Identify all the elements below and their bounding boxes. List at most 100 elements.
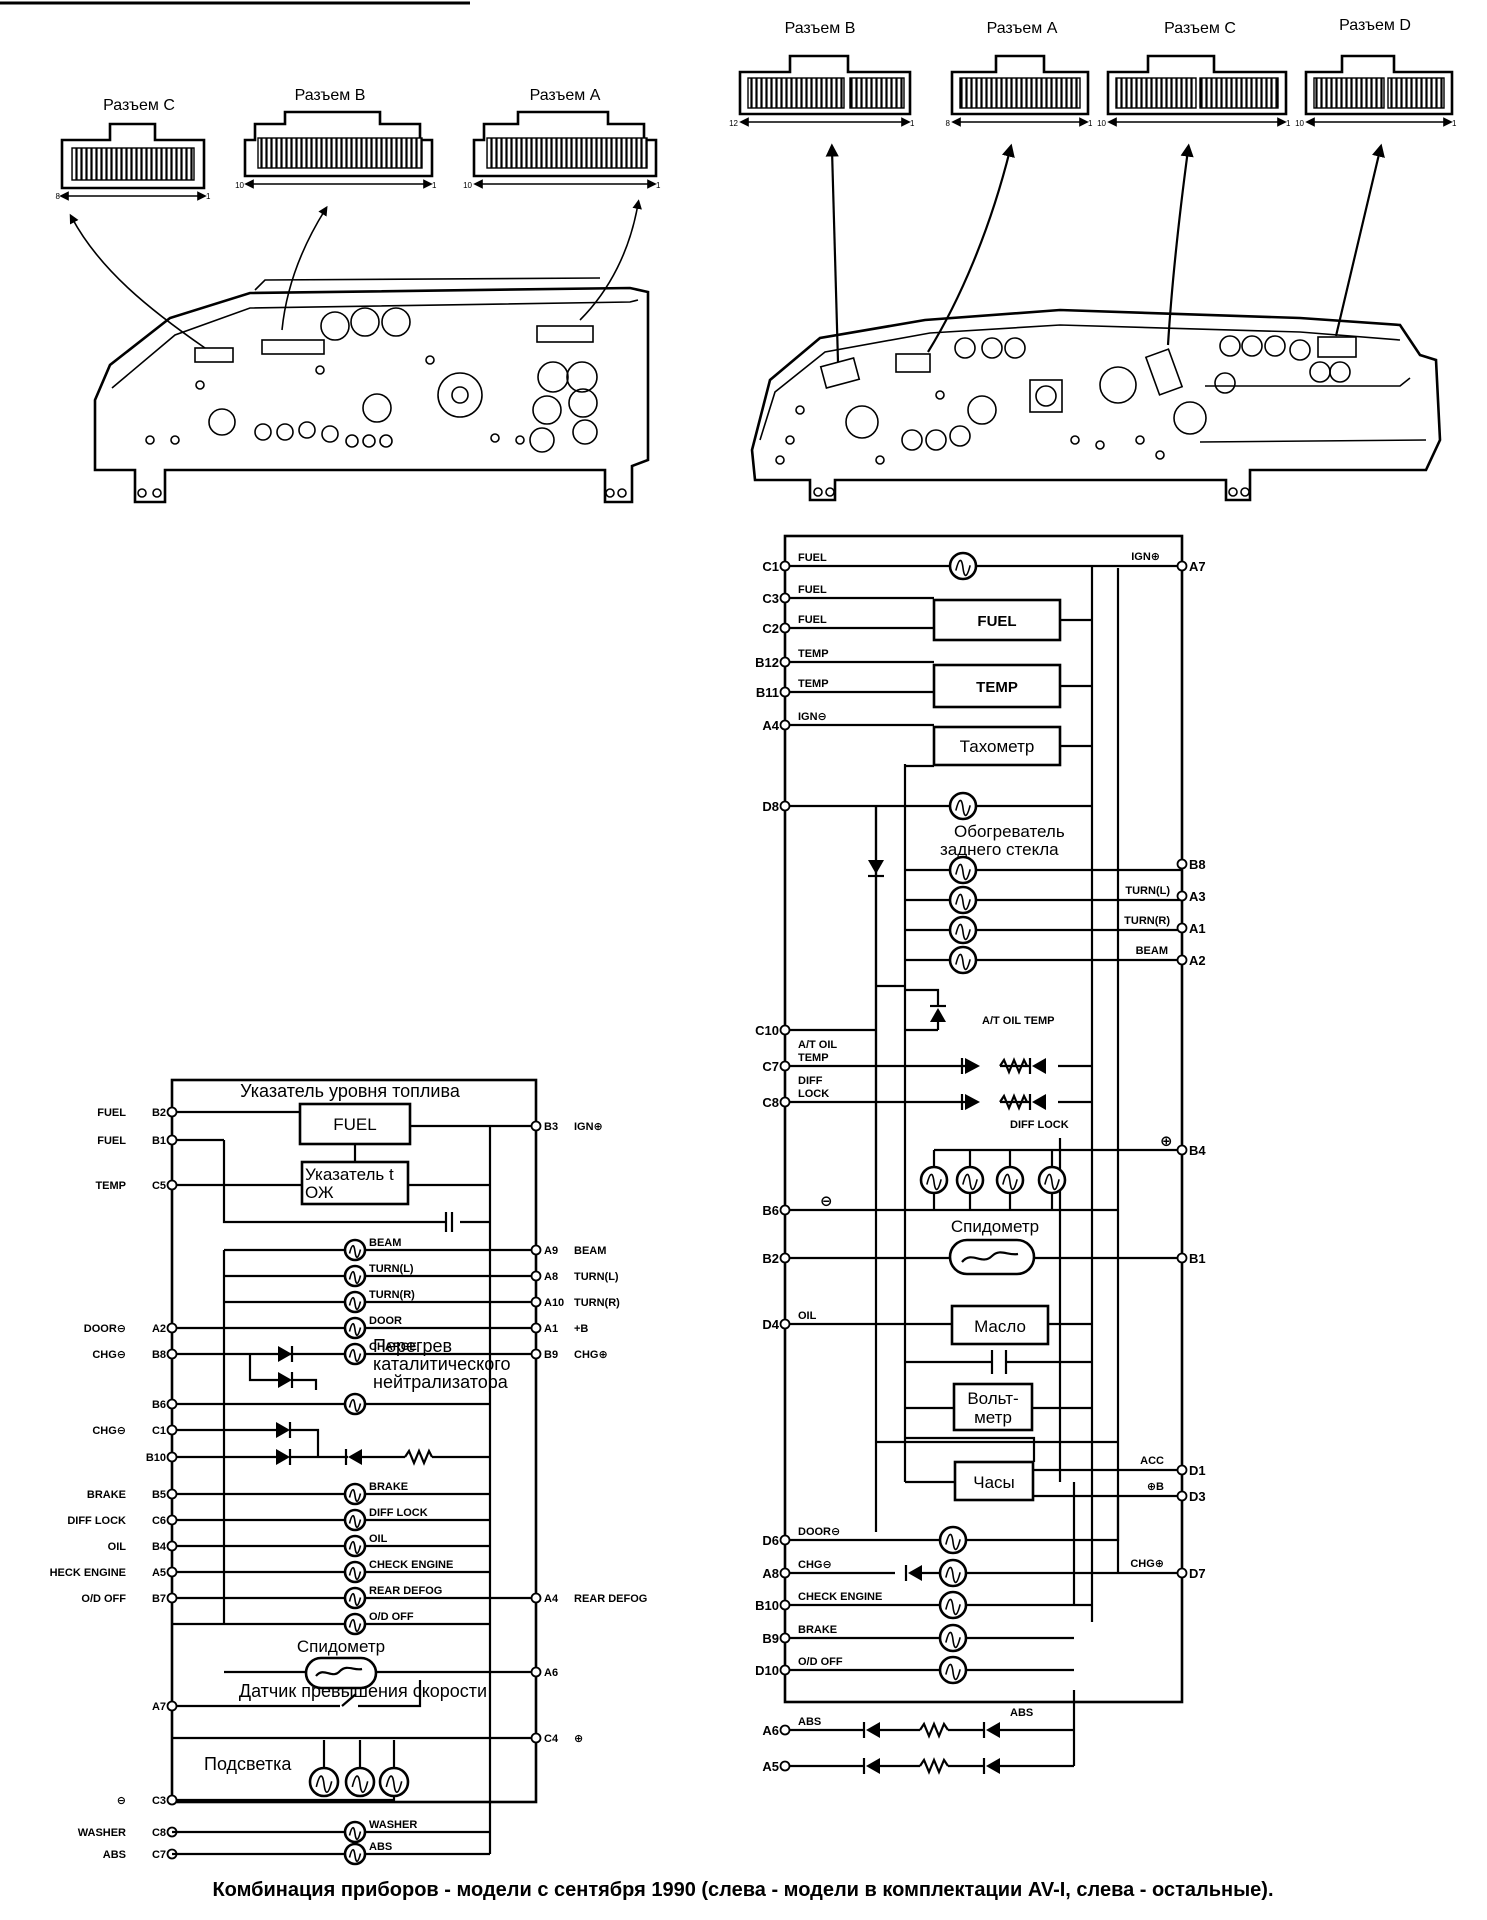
svg-text:FUEL: FUEL bbox=[333, 1115, 376, 1134]
pin-id: B7 bbox=[152, 1593, 166, 1605]
lamp-label: CHECK ENGINE bbox=[369, 1559, 453, 1571]
pin-label: ⊖ bbox=[117, 1795, 126, 1807]
svg-text:1: 1 bbox=[656, 181, 661, 190]
pin-id: B6 bbox=[762, 1203, 779, 1218]
lamp-label: BRAKE bbox=[369, 1481, 408, 1493]
bulb-icon bbox=[938, 1558, 968, 1588]
pin-label: FUEL bbox=[798, 614, 827, 626]
pin-id: C1 bbox=[152, 1425, 166, 1437]
pin-id: A6 bbox=[762, 1723, 779, 1738]
svg-text:10: 10 bbox=[1295, 119, 1304, 128]
terminal-dot bbox=[779, 1318, 791, 1330]
svg-text:каталитического: каталитического bbox=[373, 1354, 510, 1374]
terminal-dot bbox=[166, 1322, 178, 1334]
terminal-dot bbox=[166, 1179, 178, 1191]
figure-caption: Комбинация приборов - модели с сентября … bbox=[212, 1879, 1273, 1901]
right-connector-d: Разъем D 10 1 bbox=[1295, 17, 1457, 128]
pin-id: D10 bbox=[755, 1663, 779, 1678]
terminal-dot bbox=[166, 1398, 178, 1410]
svg-text:⊕: ⊕ bbox=[1160, 1133, 1173, 1150]
bulb-icon bbox=[938, 1525, 968, 1555]
connector-title: Разъем B bbox=[785, 20, 856, 37]
indicator-bulb-icon bbox=[343, 1820, 367, 1844]
pin-label: CHECK ENGINE bbox=[798, 1591, 882, 1603]
pin-label: O/D OFF bbox=[81, 1593, 126, 1605]
pin-label: ABS bbox=[798, 1716, 821, 1728]
backlight-bulb-icon bbox=[344, 1766, 376, 1798]
pin-label: CHG⊖ bbox=[92, 1349, 126, 1361]
indicator-bulb-icon bbox=[343, 1316, 367, 1340]
terminal-dot bbox=[779, 686, 791, 698]
pin-id: B2 bbox=[152, 1107, 166, 1119]
indicator-bulb-icon bbox=[343, 1534, 367, 1558]
pin-id: C3 bbox=[762, 591, 779, 606]
indicator-bulb-icon bbox=[343, 1342, 367, 1366]
pin-id: C3 bbox=[152, 1795, 166, 1807]
right-connector-a: Разъем A 8 1 bbox=[946, 20, 1093, 128]
pin-id: B4 bbox=[152, 1541, 167, 1553]
pin-id: A4 bbox=[544, 1593, 559, 1605]
svg-text:10: 10 bbox=[1097, 119, 1106, 128]
terminal-dot bbox=[779, 800, 791, 812]
terminal-dot bbox=[779, 1599, 791, 1611]
terminal-dot bbox=[530, 1348, 542, 1360]
svg-text:Вольт-: Вольт- bbox=[967, 1389, 1018, 1408]
pin-label: HECK ENGINE bbox=[50, 1567, 126, 1579]
svg-text:LOCK: LOCK bbox=[798, 1088, 829, 1100]
pin-id: A1 bbox=[544, 1323, 558, 1335]
svg-text:TEMP: TEMP bbox=[976, 679, 1018, 696]
bulb-icon bbox=[938, 1590, 968, 1620]
terminal-dot bbox=[1176, 1144, 1188, 1156]
svg-text:1: 1 bbox=[1286, 119, 1291, 128]
connector-title: Разъем C bbox=[1164, 20, 1236, 37]
svg-text:Масло: Масло bbox=[974, 1317, 1026, 1336]
svg-text:TURN(R): TURN(R) bbox=[1124, 915, 1170, 927]
indicator-bulb-icon bbox=[343, 1508, 367, 1532]
terminal-dot bbox=[779, 1252, 791, 1264]
svg-text:TURN(L): TURN(L) bbox=[1125, 885, 1170, 897]
pin-id: B11 bbox=[756, 685, 779, 700]
terminal-dot bbox=[530, 1120, 542, 1132]
pin-id: D8 bbox=[762, 799, 779, 814]
pin-label: IGN⊖ bbox=[798, 711, 827, 723]
oil-gauge-box bbox=[950, 1304, 1050, 1346]
connector-title: Разъем A bbox=[987, 20, 1058, 37]
svg-text:нейтрализатора: нейтрализатора bbox=[373, 1372, 509, 1392]
pin-label: DIFF LOCK bbox=[67, 1515, 126, 1527]
lamp-label: REAR DEFOG bbox=[369, 1585, 442, 1597]
svg-text:⊕B: ⊕B bbox=[1147, 1481, 1164, 1493]
pin-id: B6 bbox=[152, 1399, 166, 1411]
terminal-dot bbox=[779, 1024, 791, 1036]
indicator-bulb-icon bbox=[343, 1238, 367, 1262]
pin-id: A9 bbox=[544, 1245, 558, 1257]
pin-label: TEMP bbox=[798, 678, 829, 690]
voltmeter-box bbox=[952, 1382, 1034, 1432]
pin-id: B9 bbox=[762, 1631, 779, 1646]
lamp-label: CHARGE bbox=[369, 1341, 417, 1353]
pin-id: A10 bbox=[544, 1297, 564, 1309]
pin-id: A6 bbox=[544, 1667, 558, 1679]
pin-label: TEMP bbox=[798, 648, 829, 660]
terminal-dot bbox=[166, 1540, 178, 1552]
bulb-icon bbox=[948, 791, 978, 821]
lamp-label: ABS bbox=[369, 1841, 392, 1853]
terminal-dot bbox=[530, 1592, 542, 1604]
pin-label: ⊕ bbox=[574, 1733, 583, 1745]
indicator-bulb-icon bbox=[343, 1586, 367, 1610]
terminal-dot bbox=[779, 719, 791, 731]
pin-id: B9 bbox=[544, 1349, 558, 1361]
lamp-label: DIFF LOCK bbox=[369, 1507, 428, 1519]
pin-id: A2 bbox=[152, 1323, 166, 1335]
terminal-dot bbox=[779, 592, 791, 604]
pin-id: B10 bbox=[146, 1452, 166, 1464]
catalyst-overheat-bulb-icon bbox=[343, 1392, 367, 1416]
indicator-bulb-icon bbox=[343, 1290, 367, 1314]
lamp-label: TURN(R) bbox=[369, 1289, 415, 1301]
terminal-dot bbox=[779, 560, 791, 572]
svg-text:Указатель t: Указатель t bbox=[305, 1165, 394, 1184]
svg-text:Спидометр: Спидометр bbox=[951, 1217, 1039, 1236]
pin-id: A1 bbox=[1189, 921, 1206, 936]
terminal-dot bbox=[779, 1096, 791, 1108]
pin-label: TURN(L) bbox=[574, 1271, 619, 1283]
svg-text:Указатель уровня топлива: Указатель уровня топлива bbox=[240, 1081, 461, 1101]
